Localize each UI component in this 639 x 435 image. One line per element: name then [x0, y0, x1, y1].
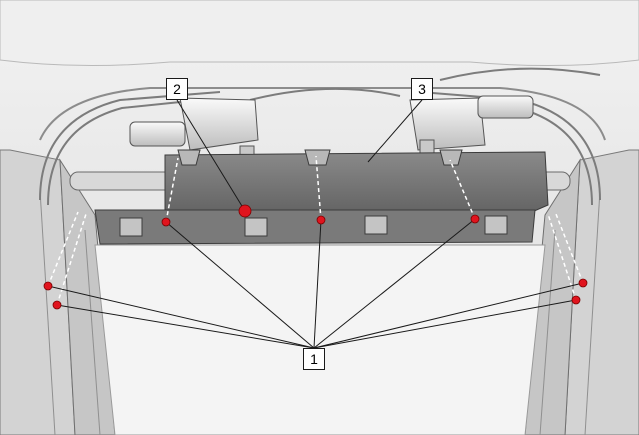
front-frame-rail: [94, 209, 536, 245]
right-motor-assembly: [409, 95, 534, 167]
callout-label-3: 3: [411, 78, 433, 100]
leader-line-4: [313, 219, 322, 349]
callout-label-2: 2: [166, 78, 188, 100]
rail-cutouts: [119, 215, 508, 237]
frame-outer-edge: [39, 87, 606, 141]
callout-label-1: 1: [303, 348, 325, 370]
fastener-screw-4: [316, 215, 326, 225]
projection-line-4: [47, 211, 79, 287]
bracket-tabs: [177, 149, 463, 166]
left-guide-rail: [0, 149, 116, 435]
fastener-screw-5: [470, 214, 480, 224]
projection-line-1: [165, 157, 179, 223]
glass-opening: [94, 244, 546, 435]
projection-line-3: [449, 159, 476, 220]
leader-line-3: [165, 221, 315, 349]
fastener-bolt-2: [238, 204, 252, 218]
leader-line-5: [313, 218, 476, 349]
fastener-screw-7: [571, 295, 581, 305]
fastener-screw-3: [161, 217, 171, 227]
leader-line-8: [176, 99, 246, 212]
roof-upper-panel: [0, 0, 639, 67]
right-guide-rail: [524, 149, 639, 435]
leader-line-7: [313, 299, 577, 349]
fastener-screw-2: [52, 300, 62, 310]
leader-line-callout-3: [367, 99, 423, 163]
leader-line-2: [56, 304, 315, 349]
projection-line-2: [315, 155, 322, 221]
leader-line-6: [313, 282, 584, 349]
projection-line-6: [555, 213, 584, 284]
projection-line-5: [56, 213, 87, 306]
fastener-screw-1: [43, 281, 53, 291]
fastener-screw-6: [578, 278, 588, 288]
leader-line-1: [47, 285, 315, 349]
